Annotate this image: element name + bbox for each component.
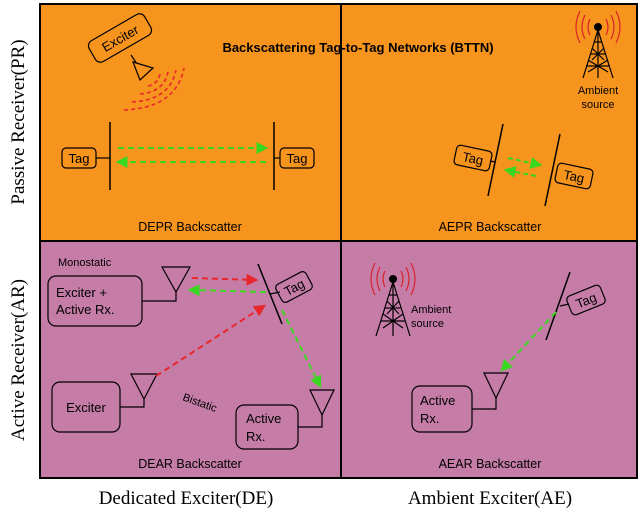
- depr-tag-left: [61, 147, 97, 169]
- aepr-tag-right-label: Tag: [562, 167, 586, 186]
- dear-quadrant: Monostatic Exciter + Active Rx. Exciter …: [47, 257, 335, 471]
- depr-caption: DEPR Backscatter: [138, 220, 242, 234]
- dear-exciter-rx-line1: Exciter +: [56, 285, 107, 300]
- aepr-arrow-forward: [507, 157, 543, 169]
- depr-tag-right-label: Tag: [287, 151, 308, 166]
- aear-ambient-label-line2: source: [411, 318, 444, 330]
- aepr-tag-left-label: Tag: [461, 149, 485, 168]
- aepr-arrow-backward: [503, 165, 537, 178]
- aear-ambient-label-line1: Ambient: [411, 304, 451, 316]
- dear-monostatic-label: Monostatic: [58, 257, 112, 269]
- aepr-tag-left-antenna: [487, 123, 504, 197]
- aear-rx-antenna-icon: [483, 372, 509, 400]
- aepr-tag-right: Tag: [554, 162, 594, 190]
- aear-radio-waves-icon: [370, 262, 416, 296]
- aear-active-rx-line2: Rx.: [420, 411, 440, 426]
- dear-exciter-rx-box: [47, 275, 143, 327]
- aear-tag-label: Tag: [574, 290, 599, 312]
- aepr-caption: AEPR Backscatter: [439, 220, 542, 234]
- aepr-ambient-label-line1: Ambient: [578, 85, 618, 97]
- dear-exciter-label: Exciter: [66, 400, 106, 415]
- depr-tag-right: [279, 147, 315, 169]
- aepr-tag-right-antenna: [544, 133, 561, 207]
- dear-arrow-tag-to-mono: [187, 284, 267, 297]
- dear-exciter-rx-line2: Active Rx.: [56, 302, 115, 317]
- aear-tag-antenna: [545, 271, 571, 341]
- aepr-ambient-tower-icon: [582, 29, 614, 79]
- aear-quadrant: Ambient source Tag Active Rx. AEAR Backs…: [370, 262, 606, 471]
- dear-arrow-bistatic-to-tag: [155, 304, 267, 377]
- col-label-ambient: Ambient Exciter(AE): [408, 488, 572, 509]
- dear-active-rx-line2: Rx.: [246, 429, 266, 444]
- dear-mono-antenna-icon: [160, 266, 192, 294]
- dear-rx-antenna-icon: [309, 389, 335, 417]
- dear-arrow-mono-to-tag: [191, 273, 259, 286]
- diagram-title: Backscattering Tag-to-Tag Networks (BTTN…: [222, 40, 493, 55]
- aepr-radio-waves-icon: [575, 10, 621, 44]
- aear-tag: Tag: [566, 284, 606, 316]
- dear-bistatic-antenna-icon: [130, 373, 158, 401]
- col-label-dedicated: Dedicated Exciter(DE): [99, 488, 274, 509]
- depr-tag-left-label: Tag: [69, 151, 90, 166]
- aepr-tower-top-icon: [594, 23, 602, 31]
- depr-exciter: Exciter: [87, 13, 153, 63]
- depr-quadrant: Exciter Tag Tag DEPR Backscatter: [61, 13, 315, 234]
- aear-arrow-tag-to-rx: [500, 311, 557, 372]
- dear-tag: Tag: [275, 270, 313, 304]
- aear-active-rx-line1: Active: [420, 393, 455, 408]
- dear-arrow-tag-to-rx: [281, 309, 322, 389]
- dear-active-rx-line1: Active: [246, 411, 281, 426]
- aear-caption: AEAR Backscatter: [439, 457, 542, 471]
- row-label-passive: Passive Receiver(PR): [8, 39, 29, 204]
- aear-tower-top-icon: [389, 275, 397, 283]
- depr-exciter-antenna-icon: [131, 61, 155, 82]
- aepr-quadrant: Ambient source Tag Tag AEPR Backscatter: [439, 10, 621, 234]
- aepr-tag-left: Tag: [453, 144, 493, 172]
- passive-region-bg: [40, 4, 637, 241]
- row-label-active: Active Receiver(AR): [8, 279, 29, 441]
- dear-caption: DEAR Backscatter: [138, 457, 242, 471]
- aepr-ambient-label-line2: source: [581, 99, 614, 111]
- aear-ambient-tower-icon: [375, 281, 411, 337]
- depr-signal-waves-icon: [123, 67, 185, 111]
